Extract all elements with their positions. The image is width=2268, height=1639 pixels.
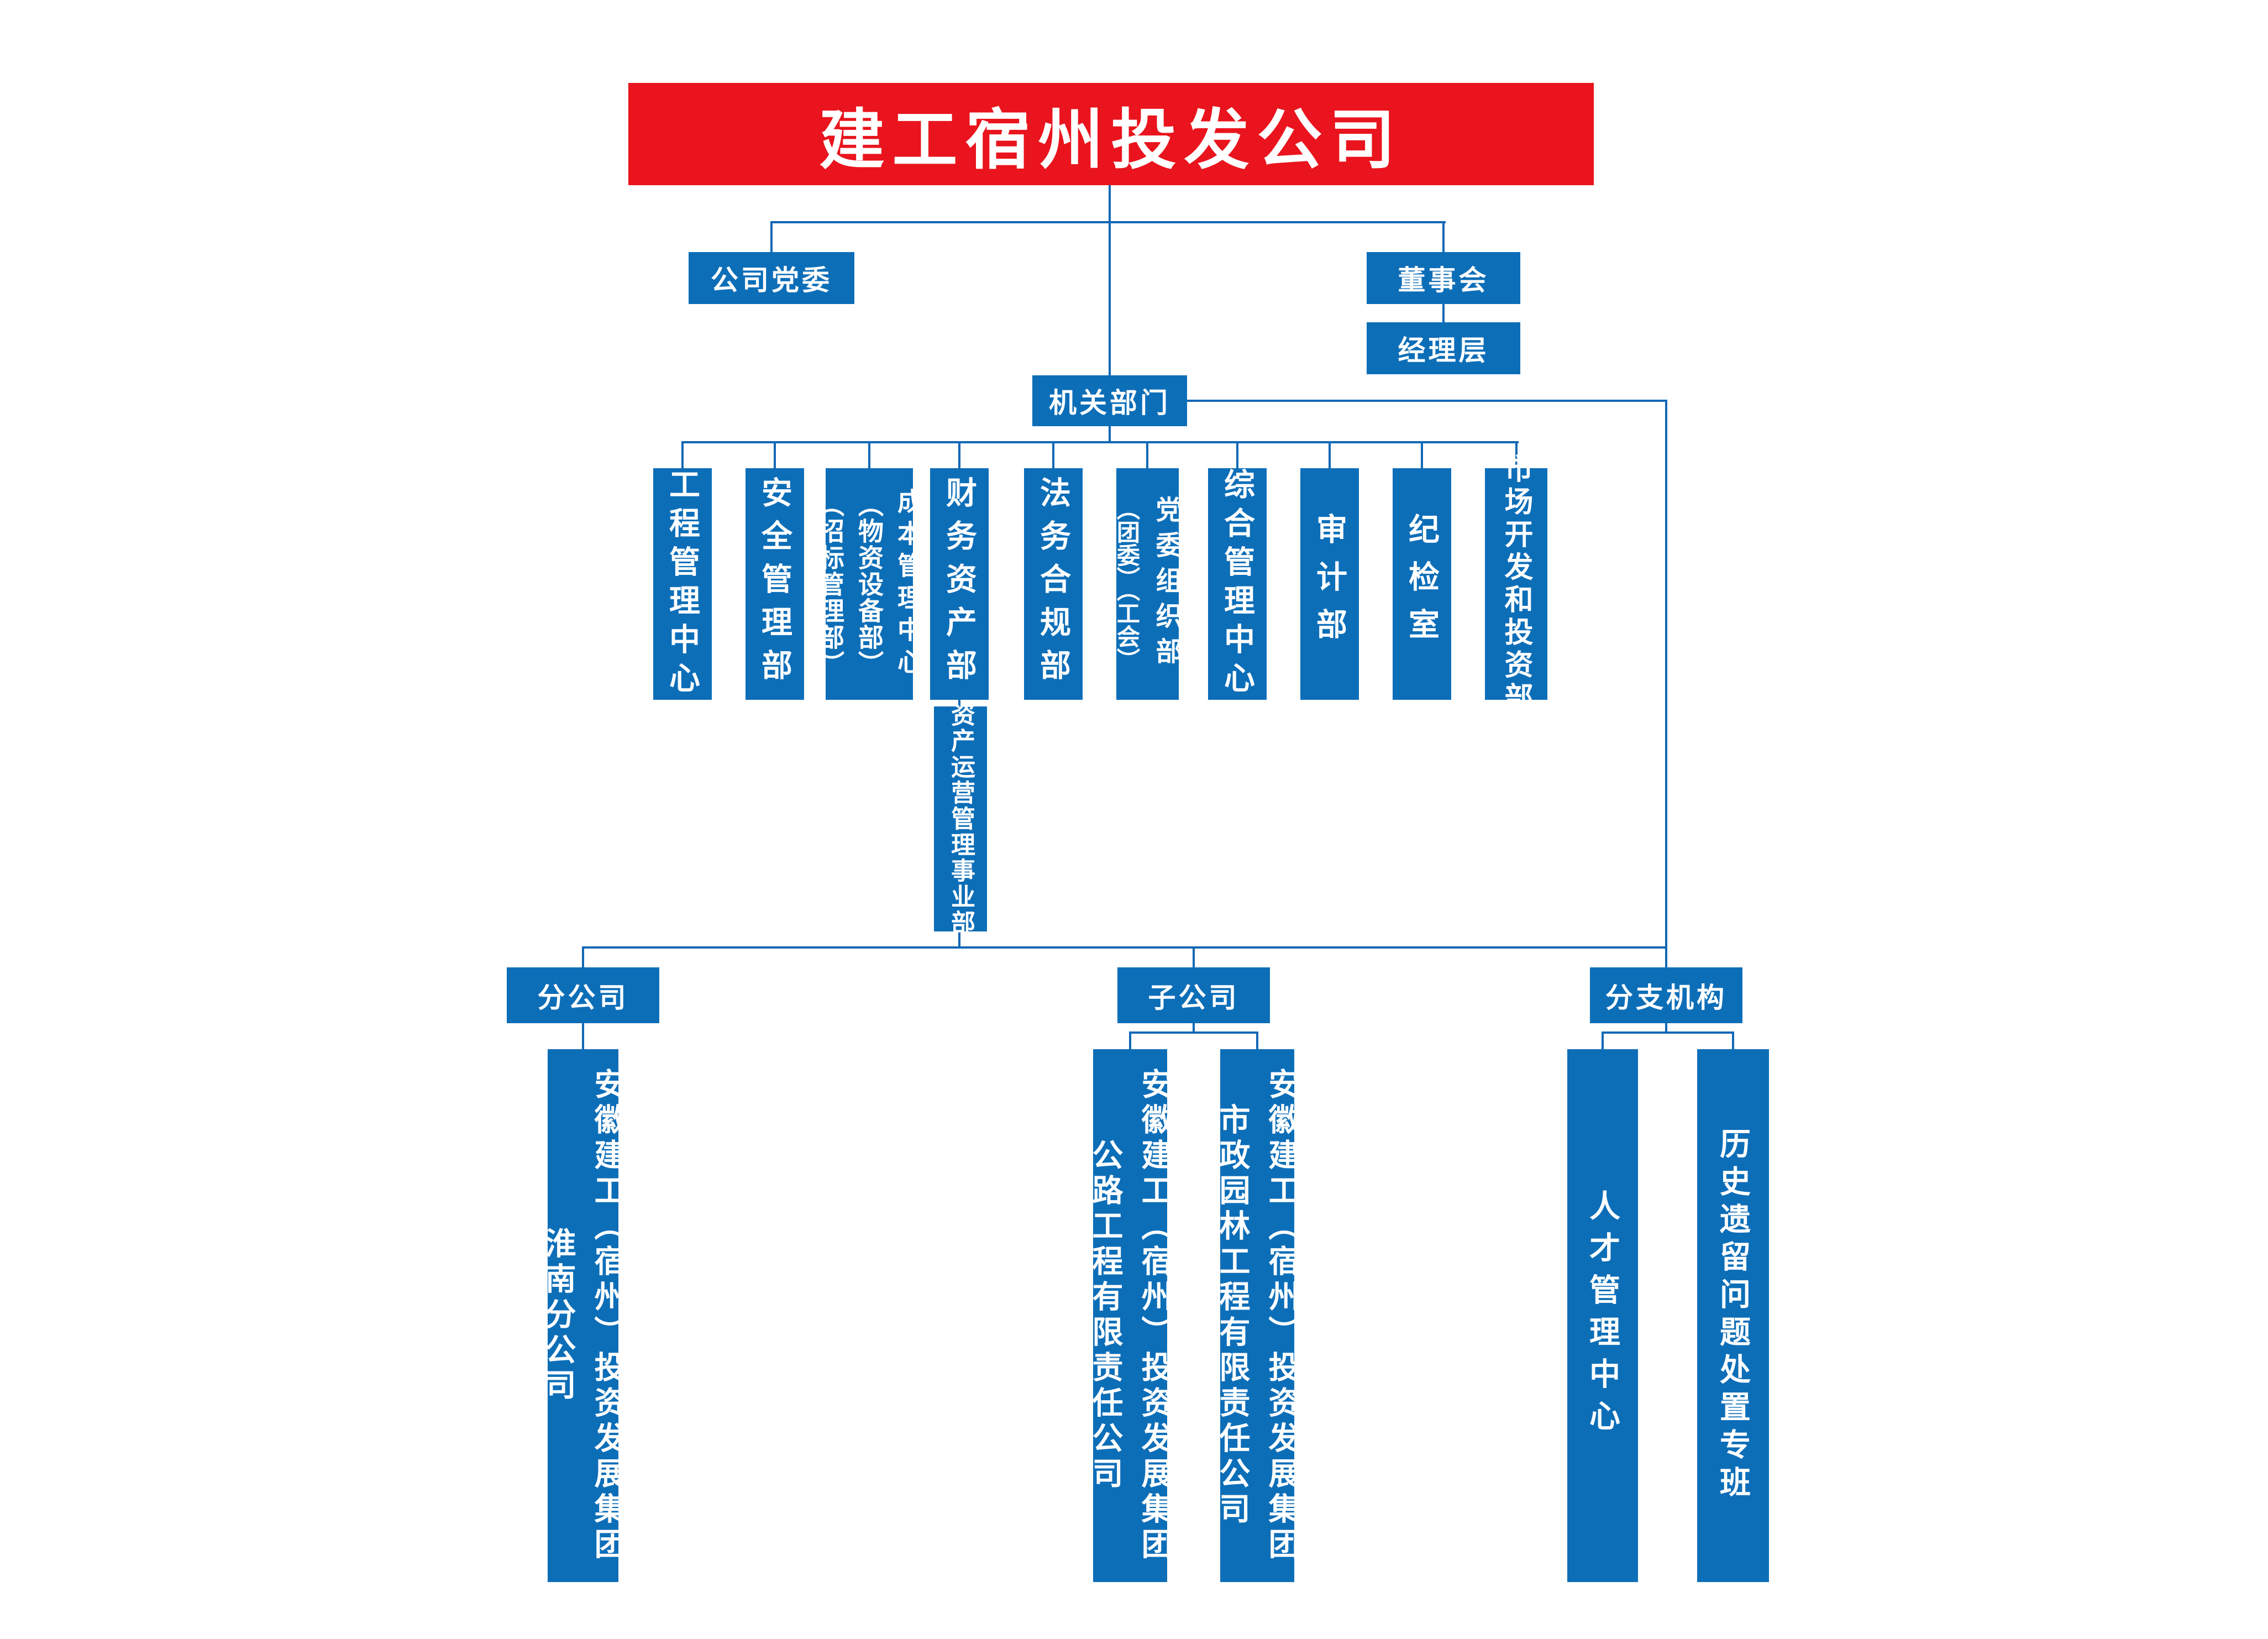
connector-center-down	[1109, 221, 1111, 375]
management-label: 经理层	[1398, 335, 1489, 366]
dept-label: 审计部	[1312, 512, 1347, 656]
connector-branchorg-branch-h	[1602, 1031, 1734, 1034]
company-branch-name: 公路工程有限责任公司	[1088, 1139, 1123, 1493]
dept-asset-operation-management: 资产运营管理事业部	[934, 702, 987, 936]
dept-general-management-center: 综合管理中心	[1208, 468, 1267, 700]
connector-board-management	[1442, 304, 1445, 322]
party-committee-box: 公司党委	[689, 252, 854, 304]
connector-top-horizontal	[770, 221, 1446, 223]
dept-audit: 审计部	[1300, 468, 1359, 700]
dept-engineering-management-center: 工程管理中心	[653, 468, 712, 700]
center-label: 人才管理中心	[1585, 1190, 1620, 1442]
connector-finance-to-asset	[958, 700, 960, 706]
dept-market-development-investment: 市场开发和投资部	[1485, 454, 1547, 715]
company-group-name: 安徽建工（宿州）投资发展集团	[1137, 1068, 1172, 1563]
management-box: 经理层	[1367, 322, 1520, 374]
connector-board-drop	[1442, 221, 1445, 252]
connector-subsidiary-stub	[1193, 946, 1195, 967]
dept-finance-asset: 财务资产部	[930, 468, 989, 700]
company-municipal-garden: 安徽建工（宿州）投资发展集团 市政园林工程有限责任公司	[1215, 1049, 1299, 1582]
connector-dept-stub-3	[868, 441, 870, 468]
company-highway-engineering: 安徽建工（宿州）投资发展集团 公路工程有限责任公司	[1088, 1049, 1172, 1582]
connector-branchco-down	[582, 1023, 584, 1049]
dept-label: 党委组织部	[1151, 495, 1181, 673]
connector-branches-horizontal	[582, 946, 1666, 949]
board-box: 董事会	[1367, 252, 1520, 304]
connector-dept-stub-5	[1052, 441, 1054, 468]
board-label: 董事会	[1398, 265, 1489, 296]
connector-legacy-drop	[1732, 1031, 1734, 1049]
section-branch-company-box: 分公司	[507, 967, 659, 1023]
dept-legal-compliance: 法务合规部	[1024, 468, 1083, 700]
company-branch-name: 淮南分公司	[541, 1227, 576, 1404]
connector-dept-stub-10	[1515, 441, 1518, 468]
company-huainan-branch: 安徽建工（宿州）投资发展集团 淮南分公司	[541, 1049, 625, 1582]
connector-office-down	[1109, 426, 1111, 442]
section-branch-org-label: 分支机构	[1605, 982, 1727, 1013]
connector-root-down	[1109, 185, 1111, 222]
connector-subsidiary-down	[1193, 1023, 1195, 1033]
root-company-label: 建工宿州投发公司	[819, 104, 1403, 177]
connector-branchco-stub	[582, 946, 584, 967]
dept-label: 财务资产部	[942, 476, 977, 692]
connector-right-vertical	[1665, 400, 1667, 967]
connector-party-drop	[770, 221, 773, 252]
party-committee-label: 公司党委	[711, 265, 832, 296]
connector-dept-horizontal	[681, 441, 1519, 443]
connector-dept-stub-2	[774, 441, 776, 468]
section-subsidiary-box: 子公司	[1117, 967, 1270, 1023]
dept-label: 市场开发和投资部	[1500, 453, 1532, 715]
section-subsidiary-label: 子公司	[1148, 982, 1240, 1013]
dept-label: 工程管理中心	[665, 468, 700, 700]
connector-subsidiary-branch-h	[1129, 1031, 1258, 1034]
dept-sublabel-youth-union: （团委）（工会）	[1114, 497, 1140, 671]
connector-dept-stub-1	[681, 441, 684, 468]
dept-label: 综合管理中心	[1220, 468, 1255, 700]
team-label: 历史遗留问题处置专班	[1715, 1128, 1751, 1504]
center-talent-management: 人才管理中心	[1567, 1049, 1638, 1582]
connector-branchorg-down	[1665, 1023, 1667, 1033]
dept-cost-management-center: 成本管理中心 （物资设备部） （招标管理部）	[816, 468, 923, 700]
connector-asset-down	[958, 931, 960, 946]
company-group-name: 安徽建工（宿州）投资发展集团	[590, 1068, 625, 1563]
connector-municipal-drop	[1256, 1031, 1258, 1049]
root-company-box: 建工宿州投发公司	[628, 83, 1594, 185]
company-branch-name: 市政园林工程有限责任公司	[1215, 1103, 1250, 1528]
team-legacy-issues: 历史遗留问题处置专班	[1697, 1049, 1769, 1582]
dept-sublabel-bidding: （招标管理部）	[816, 491, 844, 677]
company-group-name: 安徽建工（宿州）投资发展集团	[1264, 1068, 1299, 1563]
dept-label: 法务合规部	[1036, 476, 1071, 692]
connector-dept-stub-7	[1236, 441, 1238, 468]
connector-dept-stub-6	[1146, 441, 1148, 468]
office-departments-box: 机关部门	[1032, 375, 1187, 426]
dept-label: 安全管理部	[757, 476, 792, 692]
section-branch-org-box: 分支机构	[1590, 967, 1742, 1023]
dept-label: 成本管理中心	[894, 488, 923, 680]
dept-label: 纪检室	[1404, 512, 1440, 656]
connector-dept-stub-4	[958, 441, 960, 468]
section-branch-company-label: 分公司	[537, 982, 629, 1013]
connector-dept-stub-8	[1329, 441, 1331, 468]
dept-discipline-inspection: 纪检室	[1393, 468, 1451, 700]
connector-talent-drop	[1602, 1031, 1604, 1049]
dept-party-organization: 党委组织部 （团委）（工会）	[1114, 468, 1181, 700]
connector-highway-drop	[1129, 1031, 1131, 1049]
office-departments-label: 机关部门	[1049, 388, 1170, 418]
connector-dept-stub-9	[1421, 441, 1423, 468]
dept-label: 资产运营管理事业部	[947, 702, 974, 936]
connector-office-right	[1187, 400, 1667, 402]
dept-sublabel-materials: （物资设备部）	[855, 491, 884, 677]
dept-safety-management: 安全管理部	[746, 468, 804, 700]
